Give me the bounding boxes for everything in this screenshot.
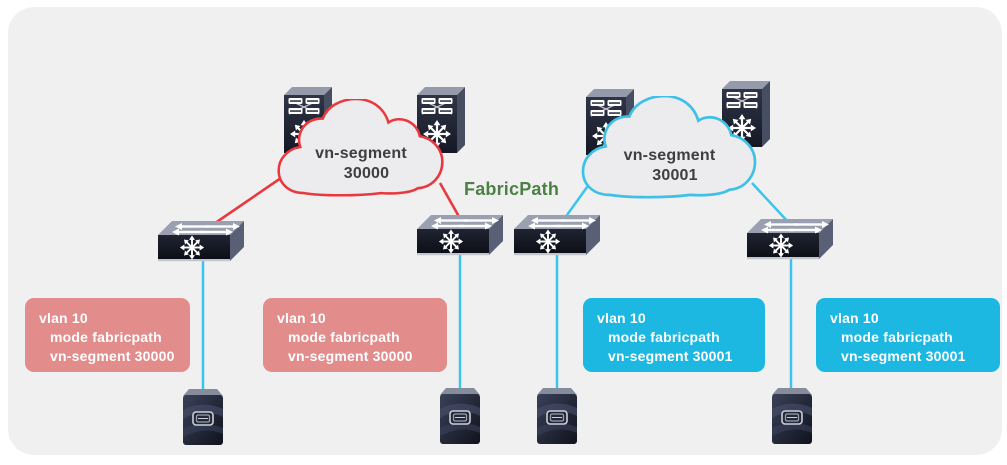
config-line: vn-segment 30000: [288, 348, 413, 364]
config-line: mode fabricpath: [841, 329, 953, 345]
config-line: vn-segment 30001: [841, 348, 966, 364]
leaf-switch-icon: [747, 219, 833, 261]
spine-switch-icon: [722, 81, 770, 147]
server-icon: [535, 387, 579, 445]
config-line: mode fabricpath: [608, 329, 720, 345]
cloud-label-line1: vn-segment: [315, 145, 407, 162]
config-box-vlan10-30001: vlan 10 mode fabricpath vn-segment 30001: [583, 298, 765, 372]
leaf-switch-icon: [158, 221, 244, 263]
config-line: vlan 10: [830, 310, 879, 326]
cloud-label-line2: 30001: [652, 167, 698, 184]
config-line: vlan 10: [277, 310, 326, 326]
cloud-label-line2: 30000: [343, 165, 390, 182]
server-icon: [770, 387, 814, 445]
cloud-label-30000: vn-segment 30000: [271, 144, 451, 184]
config-box-vlan10-30000: vlan 10 mode fabricpath vn-segment 30000: [263, 298, 447, 372]
leaf-switch-icon: [417, 215, 503, 257]
fabricpath-label: FabricPath: [464, 179, 560, 199]
config-line: vn-segment 30000: [50, 348, 175, 364]
config-line: vlan 10: [597, 310, 646, 326]
cloud-label-line1: vn-segment: [623, 147, 716, 164]
config-line: mode fabricpath: [50, 329, 162, 345]
leaf-switch-icon: [514, 215, 600, 257]
config-box-vlan10-30000: vlan 10 mode fabricpath vn-segment 30000: [25, 298, 190, 372]
server-icon: [181, 388, 225, 446]
config-line: vlan 10: [39, 310, 88, 326]
server-icon: [438, 387, 482, 445]
config-box-vlan10-30001: vlan 10 mode fabricpath vn-segment 30001: [816, 298, 1000, 372]
config-line: mode fabricpath: [288, 329, 400, 345]
config-line: vn-segment 30001: [608, 348, 733, 364]
cloud-label-30001: vn-segment 30001: [576, 146, 763, 186]
